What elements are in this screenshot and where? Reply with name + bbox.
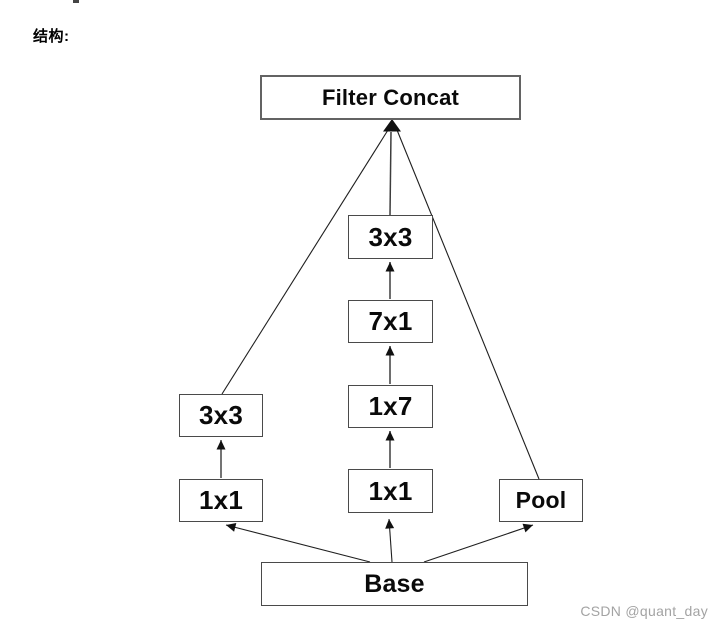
edge-mid-3x3-to-filter-concat (389, 131, 392, 216)
node-left-1x1: 1x1 (179, 479, 263, 522)
node-mid-3x3: 3x3 (348, 215, 433, 259)
node-base: Base (261, 562, 528, 606)
node-mid-1x1: 1x1 (348, 469, 433, 513)
node-pool: Pool (499, 479, 583, 522)
edge-pool-to-filter-concat (396, 129, 540, 480)
page-heading: 结构: (33, 28, 70, 45)
node-filter-concat: Filter Concat (260, 75, 521, 120)
edge-base-to-mid-1x1 (385, 518, 395, 563)
edge-left-3x3-to-filter-concat (221, 129, 389, 395)
edge-base-to-pool (423, 523, 534, 563)
node-mid-1x7: 1x7 (348, 385, 433, 428)
edge-base-to-left-1x1 (225, 523, 371, 563)
arrowhead-into-filter-concat (383, 119, 401, 132)
node-left-3x3: 3x3 (179, 394, 263, 437)
csdn-watermark: CSDN @quant_day (580, 603, 708, 619)
node-mid-7x1: 7x1 (348, 300, 433, 343)
cropped-text-artifact (73, 0, 79, 3)
